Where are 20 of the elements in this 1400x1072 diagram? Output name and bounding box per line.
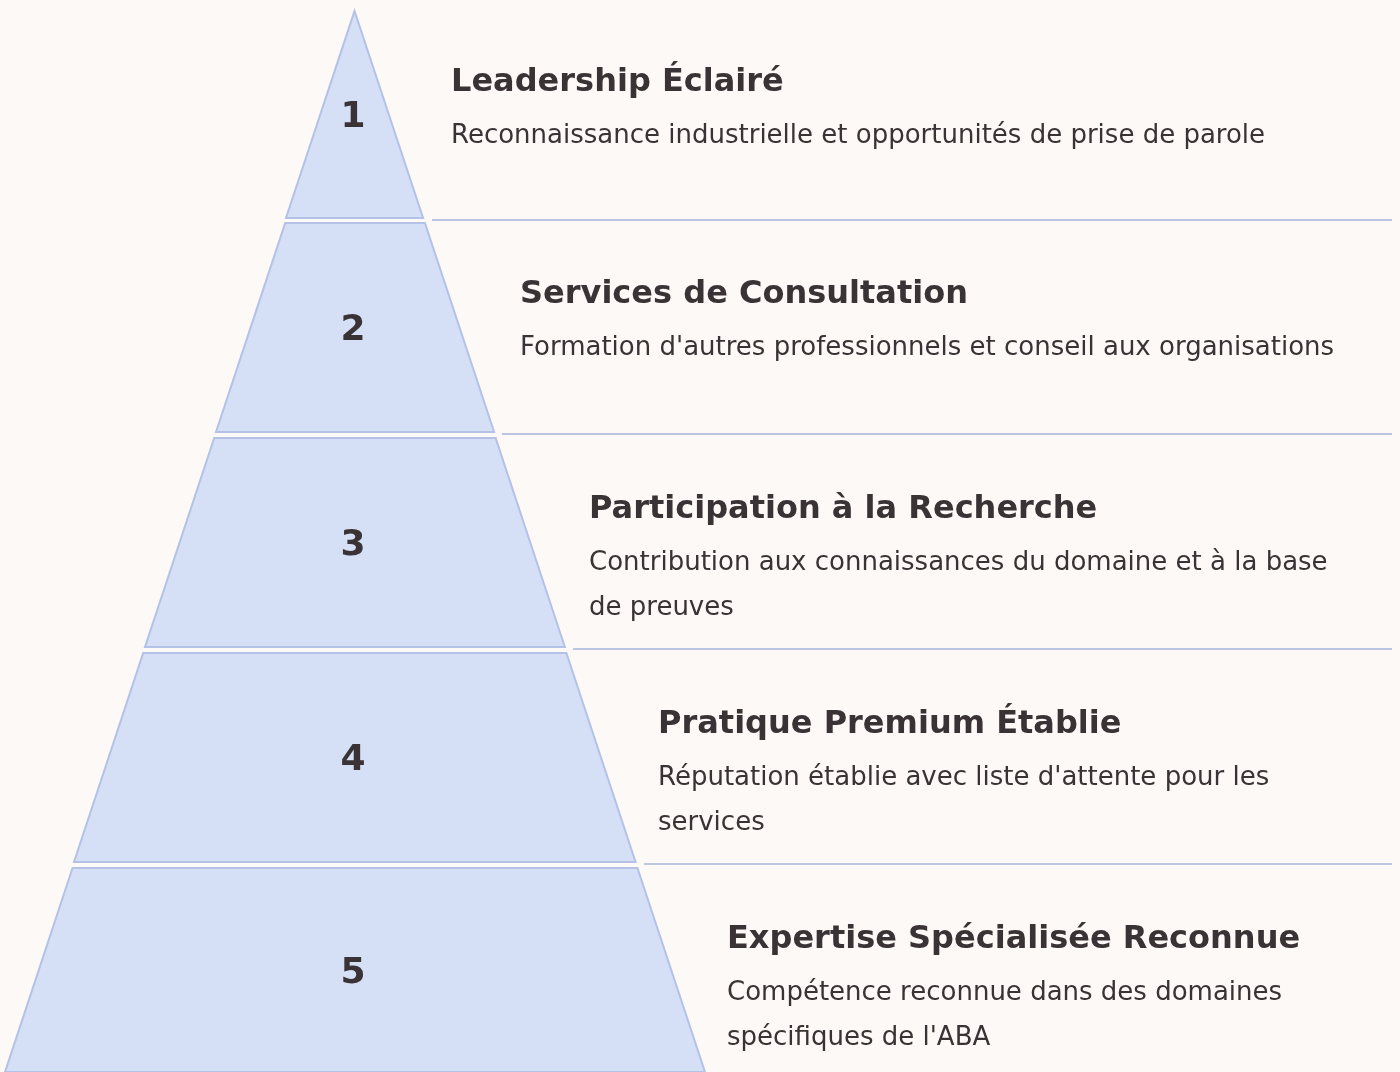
level-number: 3: [340, 521, 366, 563]
level-title: Pratique Premium Établie: [658, 702, 1123, 743]
level-description: Formation d'autres professionnels et conseil aux organisations: [520, 330, 1336, 363]
level-title: Expertise Spécialisée Reconnue: [727, 917, 1302, 958]
level-title: Participation à la Recherche: [589, 487, 1099, 528]
pyramid-level: [74, 652, 636, 862]
level-description: Contribution aux connaissances du domaine et à la base de preuves: [589, 545, 1329, 623]
pyramid-level: [286, 10, 424, 218]
pyramid-level: [5, 867, 705, 1072]
pyramid-level: [145, 437, 565, 647]
level-number: 1: [340, 93, 366, 135]
level-description: Compétence reconnue dans des domaines spécifiques de l'ABA: [727, 975, 1284, 1053]
level-description: Reconnaissance industrielle et opportunités de prise de parole: [451, 118, 1267, 151]
level-title: Leadership Éclairé: [451, 60, 785, 101]
level-number: 4: [340, 736, 366, 778]
level-number: 2: [340, 306, 366, 348]
level-description: Réputation établie avec liste d'attente pour les services: [658, 760, 1271, 838]
level-number: 5: [340, 949, 366, 990]
pyramid-level: [215, 222, 495, 432]
level-title: Services de Consultation: [520, 272, 969, 313]
